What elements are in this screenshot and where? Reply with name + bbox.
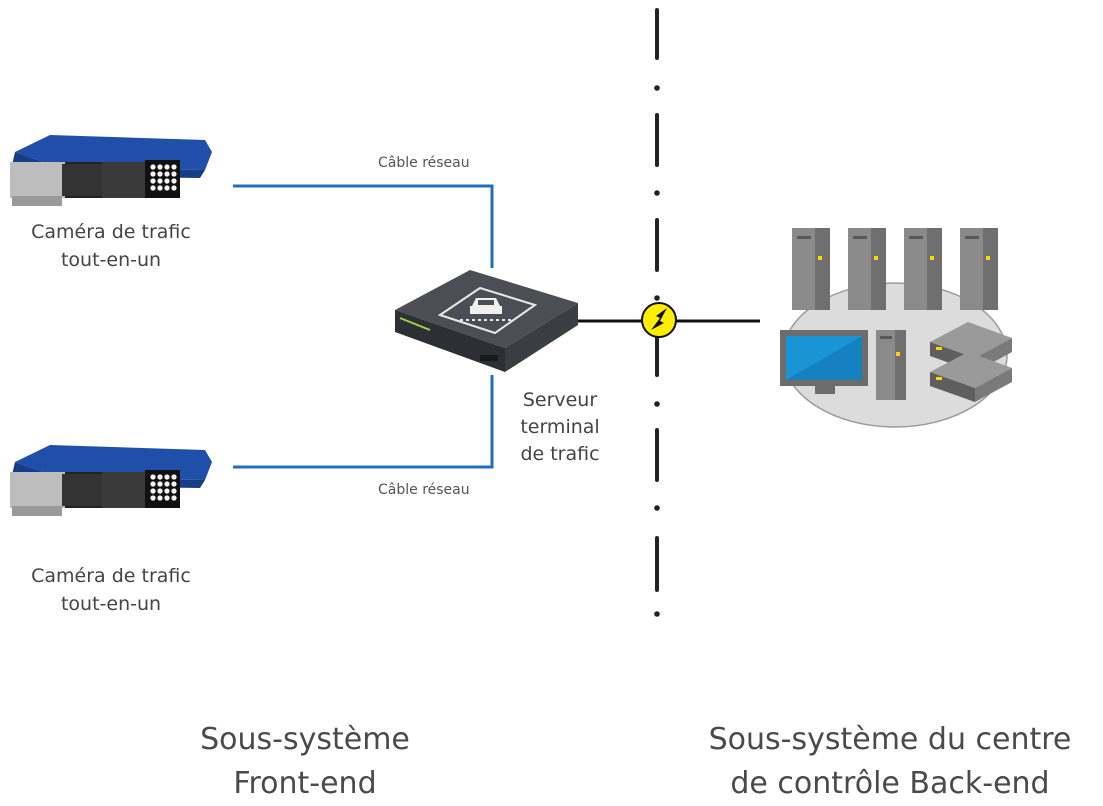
server-label: Serveur terminal de trafic xyxy=(500,387,620,468)
boundary-dots xyxy=(654,85,660,617)
network-cable-top xyxy=(233,184,494,268)
back-end-title-line1: Sous-système du centre xyxy=(708,722,1072,757)
camera-bottom-label-line1: Caméra de trafic xyxy=(31,565,191,587)
network-cable-bottom xyxy=(233,375,494,469)
traffic-camera-icon-top xyxy=(10,135,212,206)
backend-datacenter-icon xyxy=(780,228,1012,428)
server-label-line2: terminal xyxy=(520,416,600,438)
server-label-line1: Serveur xyxy=(522,389,598,411)
back-end-title: Sous-système du centre de contrôle Back-… xyxy=(680,718,1100,806)
camera-top-label-line2: tout-en-un xyxy=(60,249,162,271)
camera-top-label: Caméra de trafic tout-en-un xyxy=(0,218,222,274)
cable-bottom-label: Câble réseau xyxy=(378,482,470,498)
terminal-server-icon xyxy=(395,270,578,372)
cable-top-label: Câble réseau xyxy=(378,155,470,171)
back-end-title-line2: de contrôle Back-end xyxy=(730,766,1050,801)
front-end-title-line1: Sous-système xyxy=(200,722,410,757)
front-end-title: Sous-système Front-end xyxy=(140,718,470,806)
server-label-line3: de trafic xyxy=(520,443,600,465)
lightning-link-icon xyxy=(641,302,677,338)
traffic-camera-icon-bottom xyxy=(10,445,212,516)
front-end-title-line2: Front-end xyxy=(233,766,377,801)
camera-bottom-label-line2: tout-en-un xyxy=(60,593,162,615)
camera-bottom-label: Caméra de trafic tout-en-un xyxy=(0,562,222,618)
camera-top-label-line1: Caméra de trafic xyxy=(31,221,191,243)
